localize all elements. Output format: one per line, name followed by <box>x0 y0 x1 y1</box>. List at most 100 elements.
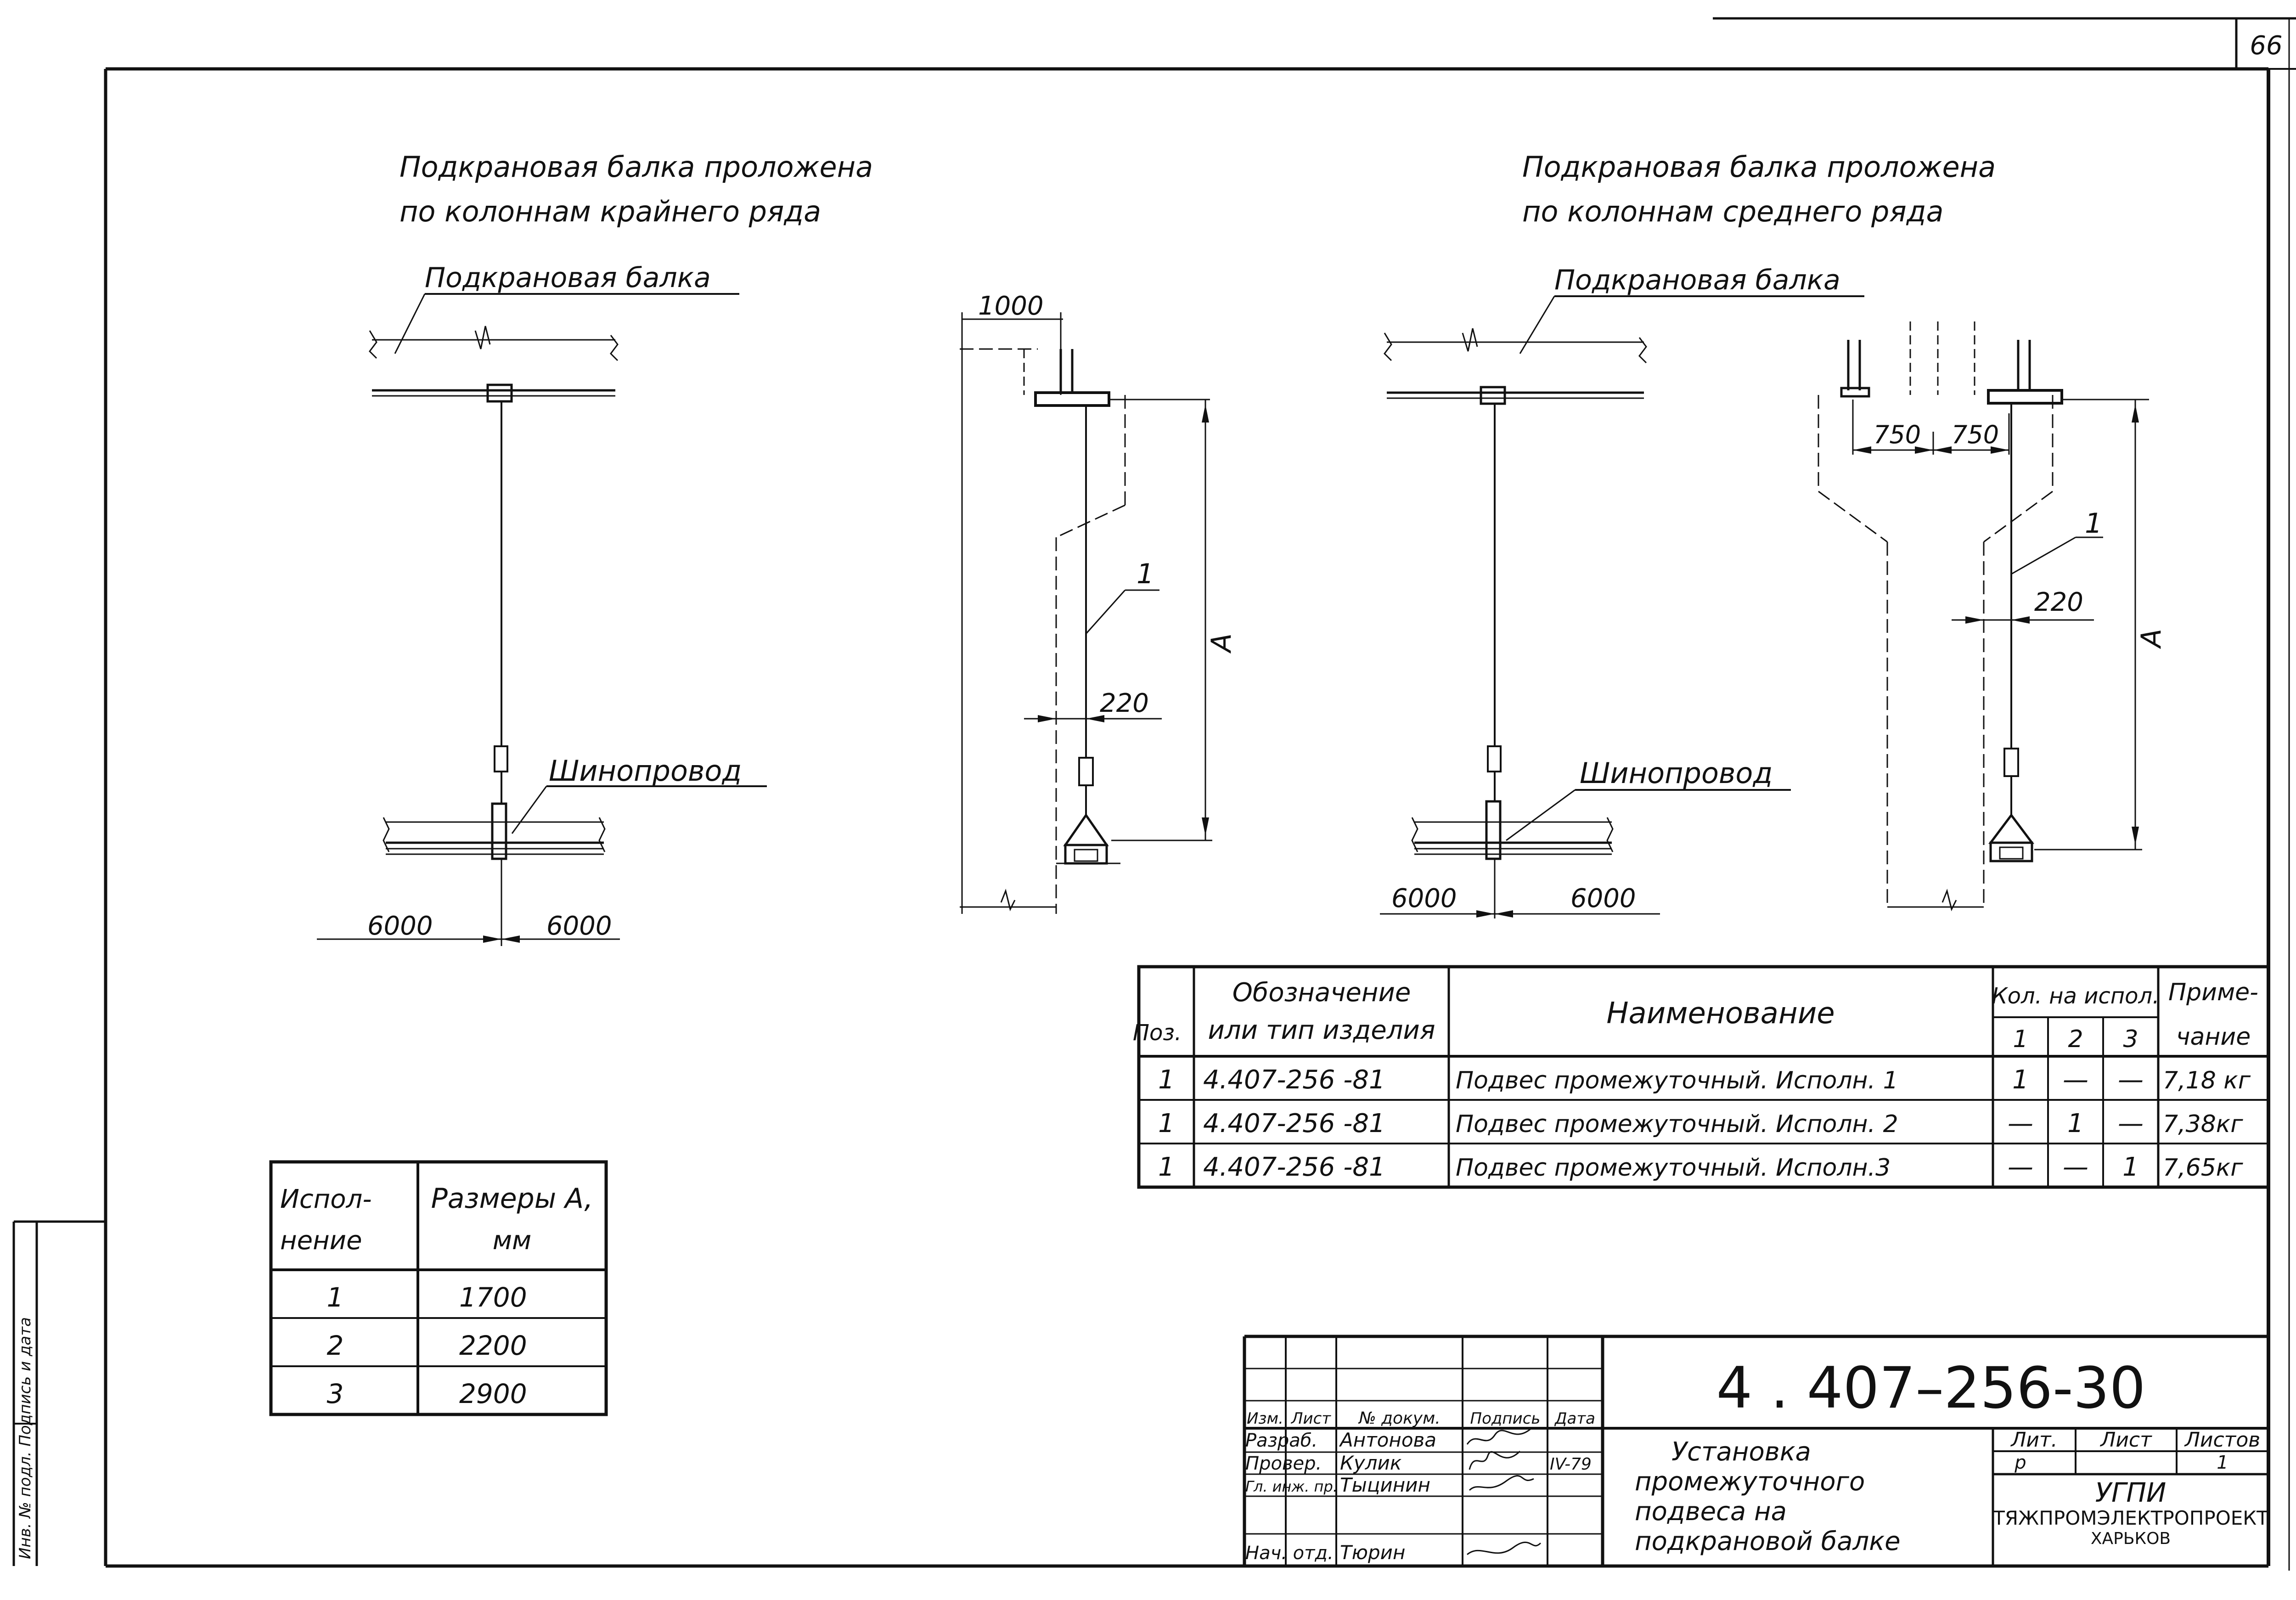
right-title-line2: по колоннам среднего ряда <box>1522 195 1944 228</box>
svg-text:4.407-256 -81: 4.407-256 -81 <box>1203 1065 1385 1095</box>
svg-text:1: 1 <box>2013 1025 2028 1053</box>
svg-text:—: — <box>2118 1065 2144 1095</box>
size-table: Испол- нение Размеры A, мм 1 1700 2 2200… <box>269 1160 608 1416</box>
svg-text:Нач. отд.: Нач. отд. <box>1245 1543 1334 1564</box>
svg-text:мм: мм <box>493 1226 532 1256</box>
svg-text:Кол. на испол.: Кол. на испол. <box>1992 983 2160 1009</box>
svg-text:—: — <box>2063 1152 2088 1182</box>
svg-text:7,65кг: 7,65кг <box>2163 1154 2243 1182</box>
svg-text:Подвес промежуточный. Исполн.: Подвес промежуточный. Исполн. 1 <box>1456 1067 1898 1094</box>
right-pos-1: 1 <box>2085 507 2102 540</box>
svg-text:1: 1 <box>2217 1452 2228 1473</box>
svg-text:Приме-: Приме- <box>2168 979 2258 1006</box>
svg-text:или тип изделия: или тип изделия <box>1208 1015 1435 1045</box>
svg-text:Поз.: Поз. <box>1133 1020 1182 1046</box>
svg-text:1: 1 <box>327 1282 344 1313</box>
svg-text:—: — <box>2118 1109 2144 1138</box>
svg-text:Размеры A,: Размеры A, <box>431 1183 593 1215</box>
spec-row: 1 4.407-256 -81 Подвес промежуточный. Ис… <box>1158 1109 2243 1138</box>
svg-text:4.407-256 -81: 4.407-256 -81 <box>1203 1152 1385 1182</box>
left-dim-A: A <box>1205 633 1238 654</box>
svg-text:1: 1 <box>1158 1109 1175 1138</box>
left-dim-right: 6000 <box>546 911 612 941</box>
right-dim-220: 220 <box>2034 587 2083 617</box>
svg-text:Антонова: Антонова <box>1339 1429 1436 1451</box>
svg-text:Тыцинин: Тыцинин <box>1340 1474 1430 1496</box>
svg-text:4.407-256 -81: 4.407-256 -81 <box>1203 1109 1385 1138</box>
svg-text:подкрановой балке: подкрановой балке <box>1635 1527 1901 1556</box>
right-dim-750a: 750 <box>1874 420 1921 449</box>
sheet-frame <box>104 17 2296 1571</box>
svg-text:7,18 кг: 7,18 кг <box>2163 1067 2251 1094</box>
svg-text:нение: нение <box>280 1226 362 1256</box>
svg-text:Изм.: Изм. <box>1247 1409 1283 1428</box>
svg-text:—: — <box>2008 1109 2033 1138</box>
svg-text:Наименование: Наименование <box>1606 997 1835 1031</box>
svg-text:подвеса на: подвеса на <box>1635 1497 1787 1527</box>
svg-text:Провер.: Провер. <box>1245 1453 1322 1474</box>
svg-text:1: 1 <box>2122 1152 2139 1182</box>
left-dim-1000: 1000 <box>978 291 1044 321</box>
left-beam-label: Подкрановая балка <box>425 262 711 294</box>
size-row: 2 2200 <box>327 1330 527 1361</box>
right-title-line1: Подкрановая балка проложена <box>1522 150 1996 184</box>
size-row: 3 2900 <box>327 1378 527 1409</box>
svg-text:№ докум.: № докум. <box>1358 1409 1440 1428</box>
svg-text:Тюрин: Тюрин <box>1340 1541 1405 1564</box>
svg-text:7,38кг: 7,38кг <box>2163 1110 2243 1138</box>
svg-text:Установка: Установка <box>1671 1437 1811 1467</box>
svg-text:Дата: Дата <box>1554 1409 1595 1428</box>
svg-text:Подвес промежуточный. Исполн.: Подвес промежуточный. Исполн. 2 <box>1456 1110 1898 1138</box>
svg-text:Гл. инж. пр.: Гл. инж. пр. <box>1245 1478 1338 1495</box>
svg-text:—: — <box>2063 1065 2088 1095</box>
right-dim-right: 6000 <box>1570 884 1636 913</box>
right-dim-left: 6000 <box>1391 884 1457 913</box>
right-side-view: 750 750 1 220 A <box>1818 321 2167 912</box>
left-pos-1: 1 <box>1137 558 1154 590</box>
left-front-view: Подкрановая балка Шинопровод 6000 6000 <box>317 262 767 946</box>
svg-text:—: — <box>2008 1152 2033 1182</box>
svg-text:Инв. № подл. Подпись и дата: Инв. № подл. Подпись и дата <box>16 1317 34 1559</box>
doc-code: 4 . 407–256-30 <box>1716 1355 2145 1421</box>
svg-text:Кулик: Кулик <box>1340 1452 1402 1474</box>
svg-text:1: 1 <box>1158 1152 1175 1182</box>
svg-text:1: 1 <box>2067 1109 2084 1138</box>
svg-text:2: 2 <box>2068 1025 2083 1053</box>
svg-text:промежуточного: промежуточного <box>1635 1467 1865 1497</box>
svg-text:Лист: Лист <box>2099 1428 2152 1452</box>
spec-row: 1 4.407-256 -81 Подвес промежуточный. Ис… <box>1158 1065 2251 1095</box>
svg-text:IV-79: IV-79 <box>1550 1455 1592 1474</box>
left-dim-220: 220 <box>1100 688 1149 718</box>
svg-text:2: 2 <box>327 1330 344 1361</box>
left-dim-left: 6000 <box>367 911 433 941</box>
svg-text:1: 1 <box>1158 1065 1175 1095</box>
right-dim-A: A <box>2135 629 2167 649</box>
left-title-line2: по колоннам крайнего ряда <box>400 195 821 228</box>
right-busway-label: Шинопровод <box>1580 756 1773 790</box>
svg-text:Обозначение: Обозначение <box>1232 978 1411 1008</box>
svg-text:3: 3 <box>327 1378 344 1409</box>
left-side-view: 1000 1 220 A <box>960 291 1238 914</box>
svg-text:Испол-: Испол- <box>280 1184 372 1214</box>
svg-text:Лит.: Лит. <box>2010 1428 2057 1452</box>
sheet-number: 66 <box>2250 31 2282 61</box>
svg-text:чание: чание <box>2176 1023 2251 1051</box>
svg-text:Лист: Лист <box>1290 1409 1331 1428</box>
right-front-view: Подкрановая балка Шинопровод 6000 6000 <box>1380 264 1864 918</box>
size-row: 1 1700 <box>327 1282 527 1313</box>
svg-text:2900: 2900 <box>459 1378 527 1409</box>
svg-text:Подпись: Подпись <box>1470 1409 1541 1428</box>
side-stamp: Инв. № подл. Подпись и дата <box>12 1220 106 1566</box>
left-title-line1: Подкрановая балка проложена <box>400 150 873 184</box>
svg-text:3: 3 <box>2123 1025 2138 1053</box>
svg-text:1: 1 <box>2012 1065 2029 1095</box>
spec-row: 1 4.407-256 -81 Подвес промежуточный. Ис… <box>1158 1152 2243 1182</box>
spec-table: Поз. Обозначение или тип изделия Наимено… <box>1133 965 2270 1189</box>
title-block: 4 . 407–256-30 Изм. Лист № докум. Подпис… <box>1243 1335 2268 1566</box>
svg-text:Разраб.: Разраб. <box>1245 1430 1317 1451</box>
svg-text:ТЯЖПРОМЭЛЕКТРОПРОЕКТ: ТЯЖПРОМЭЛЕКТРОПРОЕКТ <box>1992 1507 2268 1529</box>
svg-text:Подвес промежуточный. Исполн.3: Подвес промежуточный. Исполн.3 <box>1456 1154 1891 1182</box>
svg-text:ХАРЬКОВ: ХАРЬКОВ <box>2091 1529 2171 1548</box>
svg-text:2200: 2200 <box>459 1330 527 1361</box>
right-dim-750b: 750 <box>1952 420 1999 449</box>
